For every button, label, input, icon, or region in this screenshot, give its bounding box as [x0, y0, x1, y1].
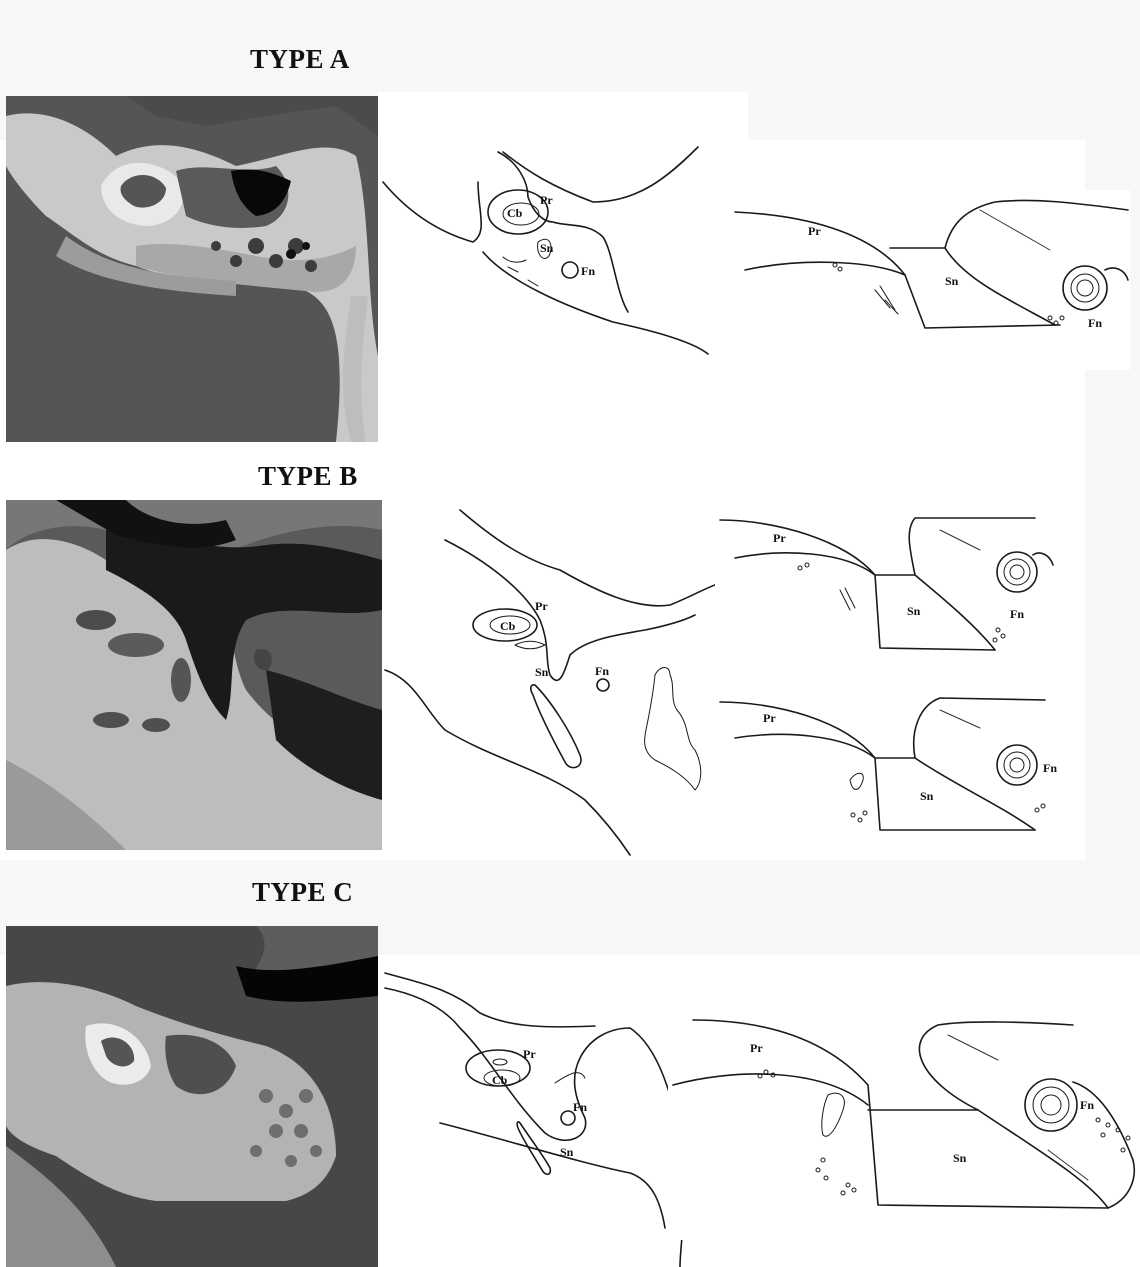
- type-b-detail-sketch-top: Pr Sn Fn: [715, 510, 1080, 660]
- facial-nerve-circle: [597, 679, 609, 691]
- type-b-title: TYPE B: [258, 461, 358, 492]
- label-pr: Pr: [535, 599, 548, 613]
- label-pr: Pr: [763, 711, 776, 725]
- label-pr: Pr: [523, 1047, 536, 1061]
- label-pr: Pr: [540, 193, 553, 207]
- label-sn: Sn: [953, 1151, 967, 1165]
- type-a-title: TYPE A: [250, 44, 350, 75]
- type-b-detail-sketch-bottom: Pr Sn Fn: [715, 680, 1080, 845]
- label-fn: Fn: [1043, 761, 1057, 775]
- label-cb: Cb: [500, 619, 516, 633]
- label-fn: Fn: [595, 664, 609, 678]
- label-sn: Sn: [945, 274, 959, 288]
- type-c-title: TYPE C: [252, 877, 353, 908]
- label-fn: Fn: [1010, 607, 1024, 621]
- label-fn: Fn: [1088, 316, 1102, 330]
- facial-nerve-circle: [562, 262, 578, 278]
- type-a-overview-sketch: Cb Pr Sn Fn: [378, 92, 748, 404]
- label-pr: Pr: [773, 531, 786, 545]
- type-a-ct-scan: [6, 96, 378, 442]
- type-c-detail-sketch: Pr Sn Fn: [668, 1010, 1140, 1240]
- label-cb: Cb: [507, 206, 523, 220]
- type-c-overview-sketch: Cb Pr Sn Fn: [380, 958, 690, 1267]
- label-fn: Fn: [581, 264, 595, 278]
- type-a-detail-sketch: Pr Sn Fn: [730, 190, 1130, 370]
- label-sn: Sn: [535, 665, 549, 679]
- label-cb: Cb: [492, 1073, 508, 1087]
- label-fn: Fn: [573, 1100, 587, 1114]
- label-pr: Pr: [808, 224, 821, 238]
- type-b-ct-scan: [6, 500, 382, 850]
- type-c-ct-scan: [6, 926, 378, 1267]
- label-sn: Sn: [907, 604, 921, 618]
- type-b-overview-sketch: Cb Pr Sn Fn: [385, 500, 730, 855]
- label-sn: Sn: [560, 1145, 574, 1159]
- label-sn: Sn: [920, 789, 934, 803]
- label-sn: Sn: [540, 241, 554, 255]
- outline: [383, 182, 481, 242]
- label-fn: Fn: [1080, 1098, 1094, 1112]
- label-pr: Pr: [750, 1041, 763, 1055]
